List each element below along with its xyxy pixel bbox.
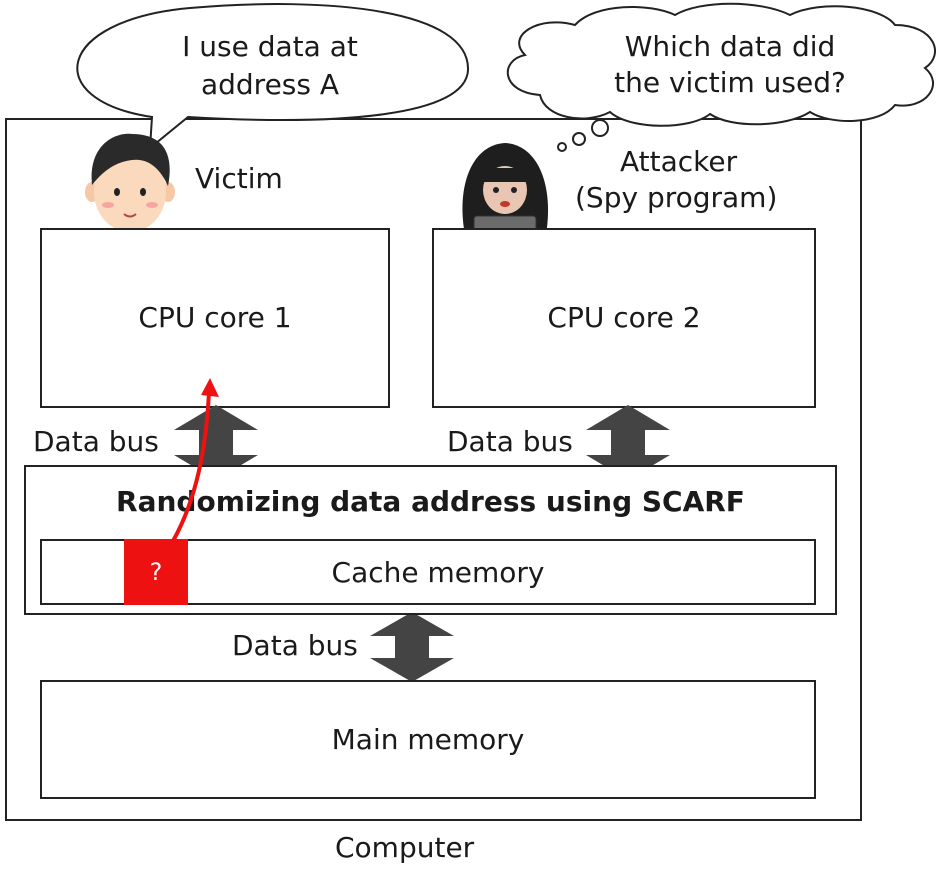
- cpu-core-1-box: CPU core 1: [40, 228, 390, 408]
- computer-label: Computer: [335, 831, 475, 864]
- victim-label: Victim: [195, 162, 283, 195]
- unknown-cache-line-marker: ?: [149, 558, 163, 586]
- cpu-core-2-label: CPU core 2: [547, 300, 701, 334]
- unknown-cache-line: ?: [124, 539, 188, 605]
- scarf-title: Randomizing data address using SCARF: [116, 485, 745, 518]
- main-memory-label: Main memory: [331, 723, 525, 756]
- data-bus-label-2: Data bus: [447, 425, 573, 458]
- cpu-core-1-label: CPU core 1: [138, 300, 292, 334]
- main-memory-box: Main memory: [40, 680, 816, 799]
- cpu-core-2-box: CPU core 2: [432, 228, 816, 408]
- data-bus-label-1: Data bus: [33, 425, 159, 458]
- victim-speech-line-2: address A: [200, 68, 340, 101]
- attacker-thought-line-1: Which data did: [624, 30, 836, 63]
- victim-speech-line-1: I use data at: [182, 30, 358, 63]
- attacker-label-line-2: (Spy program): [575, 181, 778, 214]
- attacker-label-line-1: Attacker: [620, 145, 738, 178]
- cache-memory-label: Cache memory: [331, 555, 545, 589]
- data-bus-label-3: Data bus: [232, 629, 358, 662]
- attacker-thought-line-2: the victim used?: [614, 66, 846, 99]
